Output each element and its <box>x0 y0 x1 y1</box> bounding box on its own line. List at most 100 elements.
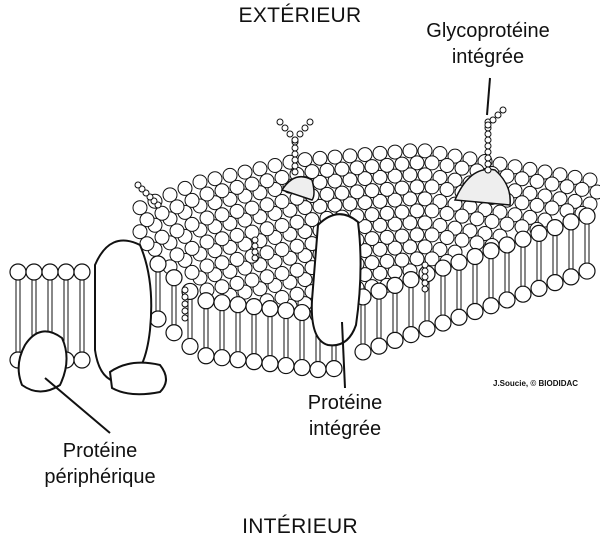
top-head <box>327 149 343 165</box>
top-head <box>259 269 275 285</box>
carbohydrate-unit <box>291 168 299 176</box>
top-head <box>342 172 358 188</box>
carbohydrate-unit <box>281 124 289 132</box>
lower-head <box>530 279 548 298</box>
lower-head <box>514 285 532 303</box>
carbohydrate-unit <box>296 130 304 138</box>
top-head <box>417 167 433 183</box>
carbohydrate-unit <box>251 254 259 262</box>
top-head <box>312 198 328 214</box>
top-head <box>402 191 418 207</box>
carbohydrate-unit <box>251 248 259 256</box>
lower-head <box>546 274 564 292</box>
top-head <box>387 216 403 232</box>
top-head <box>424 227 440 243</box>
carbohydrate-unit <box>421 267 429 275</box>
top-head <box>199 210 215 226</box>
peripheral-protein <box>17 330 68 393</box>
top-head <box>394 180 410 196</box>
integral-protein-label-line2: intégrée <box>308 418 382 440</box>
top-head <box>304 212 320 228</box>
carbohydrate-unit <box>138 185 146 193</box>
top-head <box>214 183 230 199</box>
top-head <box>214 279 230 295</box>
top-head <box>214 255 230 271</box>
lower-head <box>562 268 580 286</box>
top-head <box>372 241 388 257</box>
top-head <box>334 161 350 177</box>
carbohydrate-unit <box>421 261 429 269</box>
top-head <box>439 182 455 198</box>
carbohydrate-unit <box>421 285 429 293</box>
top-head <box>289 238 305 254</box>
top-head <box>514 171 530 187</box>
top-head <box>379 205 395 221</box>
upper-head <box>370 282 388 300</box>
top-head <box>259 197 275 213</box>
top-head <box>177 180 193 196</box>
lower-head <box>450 308 468 326</box>
top-head <box>454 208 470 224</box>
carbohydrate-unit <box>499 106 507 114</box>
integral-protein-middle <box>310 213 362 347</box>
upper-head <box>165 269 183 287</box>
top-head <box>417 191 433 207</box>
top-head <box>394 228 410 244</box>
carbohydrate-unit <box>251 236 259 244</box>
top-head <box>499 216 515 232</box>
top-head <box>544 176 560 192</box>
lower-head <box>354 343 372 361</box>
carbohydrate-unit <box>484 142 492 150</box>
lower-head <box>498 291 516 309</box>
top-head <box>402 143 418 159</box>
top-head <box>312 150 328 166</box>
top-head <box>417 239 433 255</box>
top-head <box>267 158 283 173</box>
upper-head <box>546 219 564 237</box>
top-head <box>379 229 395 245</box>
top-head <box>289 286 305 302</box>
top-head <box>252 161 268 177</box>
lower-head <box>73 351 91 369</box>
lower-head <box>245 353 263 371</box>
top-head <box>237 164 253 180</box>
carbohydrate-unit <box>484 136 492 144</box>
carbohydrate-unit <box>484 154 492 162</box>
top-head <box>417 143 433 159</box>
top-head <box>342 148 358 164</box>
lower-head <box>466 302 484 321</box>
top-head <box>409 179 425 195</box>
top-head <box>454 160 470 176</box>
top-head <box>409 251 425 267</box>
top-head <box>394 156 410 172</box>
top-head <box>357 147 373 163</box>
top-head <box>409 203 425 219</box>
top-head <box>199 234 215 250</box>
top-head <box>364 207 380 223</box>
top-head <box>559 179 575 195</box>
lower-head <box>213 349 231 367</box>
top-head <box>402 215 418 231</box>
lower-head <box>309 360 327 379</box>
top-head <box>364 255 380 271</box>
top-head <box>424 179 440 195</box>
top-head <box>169 199 185 215</box>
lower-head <box>325 360 343 378</box>
top-head <box>379 253 395 269</box>
top-head <box>244 272 260 288</box>
top-head <box>274 170 290 185</box>
top-head <box>199 186 215 202</box>
top-head <box>184 192 200 208</box>
credit-text: J.Soucie, © BIODIDAC <box>493 379 579 388</box>
top-head <box>229 251 245 267</box>
peripheral-protein-label: Protéine périphérique <box>44 438 155 490</box>
upper-head <box>73 263 91 281</box>
top-head <box>132 224 148 240</box>
top-head <box>349 184 365 200</box>
top-head <box>409 155 425 171</box>
top-head <box>184 240 200 256</box>
top-head <box>439 158 455 174</box>
top-head <box>319 186 335 202</box>
top-head <box>454 232 470 248</box>
